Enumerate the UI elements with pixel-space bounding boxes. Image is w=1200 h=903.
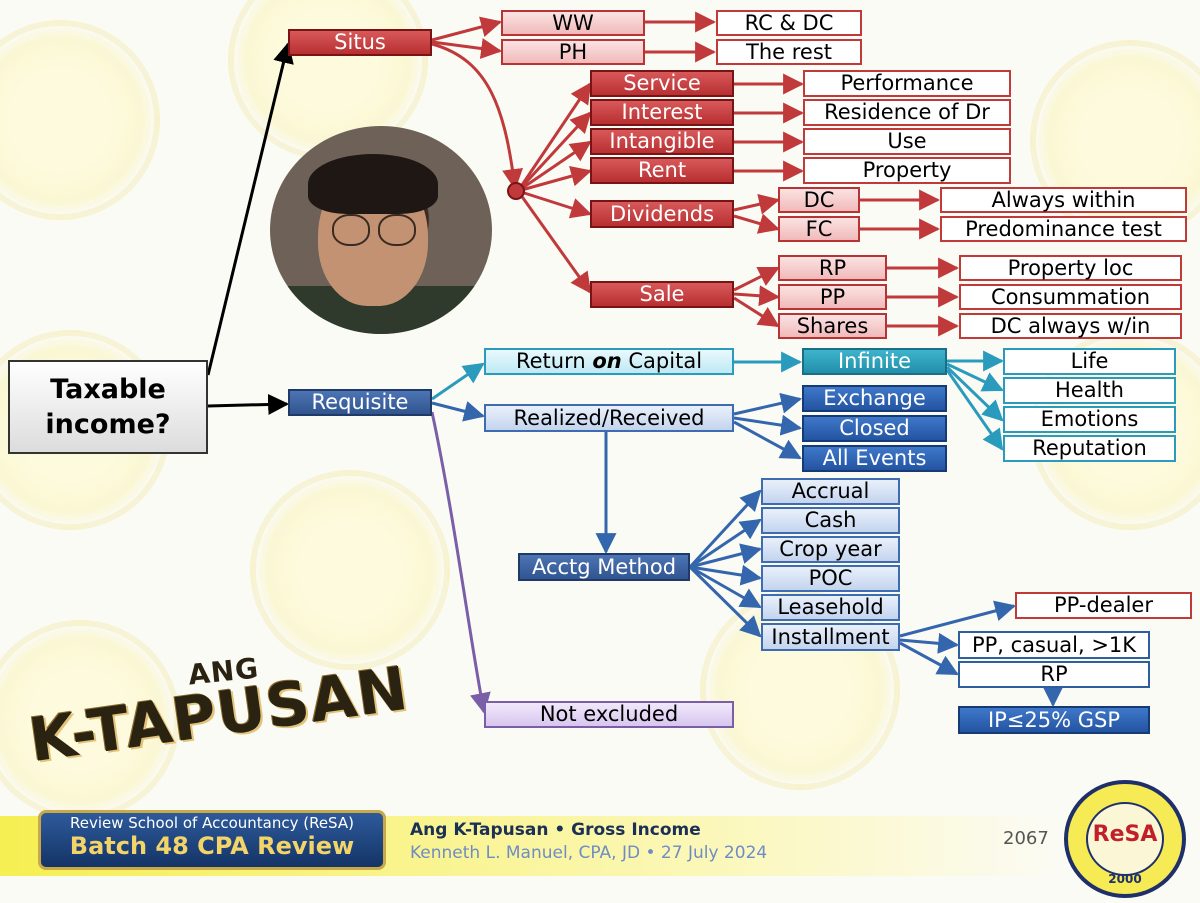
- method-crop-year: Crop year: [761, 536, 900, 563]
- ww-rule: RC & DC: [716, 10, 862, 36]
- sale-node: Sale: [590, 281, 734, 308]
- infinite-item-life: Life: [1003, 348, 1176, 375]
- ph-node: PH: [501, 39, 645, 65]
- watermark-seal: [0, 20, 160, 220]
- rule-interest: Residence of Dr: [803, 99, 1011, 126]
- seal-year: 2000: [1108, 872, 1142, 886]
- realized-item-all-events: All Events: [802, 445, 947, 472]
- method-accrual: Accrual: [761, 478, 900, 505]
- sale-rp: RP: [778, 255, 887, 281]
- situs-item-rent: Rent: [590, 157, 734, 184]
- situs-item-interest: Interest: [590, 99, 734, 126]
- installment-rp: RP: [958, 661, 1150, 688]
- infinite-item-health: Health: [1003, 377, 1176, 404]
- rule-sale-pp: Consummation: [959, 284, 1182, 310]
- sale-shares: Shares: [778, 313, 887, 339]
- infinite-item-emotions: Emotions: [1003, 406, 1176, 433]
- installment-pp-casual: PP, casual, >1K: [958, 631, 1150, 659]
- footer-author: Kenneth L. Manuel, CPA, JD • 27 July 202…: [410, 843, 768, 863]
- rule-sale-shares: DC always w/in: [959, 313, 1182, 339]
- realized-node: Realized/Received: [484, 404, 734, 432]
- method-poc: POC: [761, 565, 900, 592]
- sale-pp: PP: [778, 284, 887, 310]
- infinite-item-reputation: Reputation: [1003, 435, 1176, 462]
- root-node: Taxable income?: [8, 360, 208, 454]
- presenter-avatar: [270, 126, 492, 334]
- rule-rent: Property: [803, 157, 1011, 184]
- footer-batch: Batch 48 CPA Review: [69, 832, 355, 860]
- ph-rule: The rest: [716, 39, 862, 65]
- dividends-fc: FC: [778, 216, 860, 242]
- method-cash: Cash: [761, 507, 900, 534]
- ww-node: WW: [501, 10, 645, 36]
- method-installment: Installment: [761, 623, 900, 651]
- rule-dividends-dc: Always within: [940, 187, 1187, 213]
- rule-service: Performance: [803, 70, 1011, 97]
- method-leasehold: Leasehold: [761, 594, 900, 621]
- acctg-method-node: Acctg Method: [518, 553, 690, 581]
- dividends-dc: DC: [778, 187, 860, 213]
- dividends-node: Dividends: [590, 200, 734, 228]
- rule-intangible: Use: [803, 128, 1011, 155]
- situs-item-service: Service: [590, 70, 734, 97]
- return-label-pre: Return: [515, 349, 593, 373]
- footer: Review School of Accountancy (ReSA) Batc…: [0, 810, 1200, 903]
- page-number: 2067: [1003, 828, 1049, 849]
- footer-org: Review School of Accountancy (ReSA): [70, 814, 354, 832]
- connector-lines: [206, 11, 1064, 715]
- rule-dividends-fc: Predominance test: [940, 216, 1187, 242]
- situs-item-intangible: Intangible: [590, 128, 734, 155]
- installment-ip-limit: IP≤25% GSP: [958, 706, 1150, 734]
- seal-logo: ReSA: [1092, 822, 1158, 847]
- footer-badge: [38, 810, 386, 870]
- resa-seal-icon: ReSA 2000: [1064, 780, 1186, 898]
- requisite-node: Requisite: [288, 389, 432, 416]
- return-label-post: Capital: [621, 349, 703, 373]
- return-on-capital-node: Return on Capital: [484, 348, 734, 375]
- root-label: Taxable income?: [45, 373, 171, 440]
- watermark-seal: [250, 470, 450, 670]
- realized-item-closed: Closed: [802, 415, 947, 442]
- footer-title: Ang K-Tapusan • Gross Income: [410, 820, 701, 840]
- return-label-emphasis: on: [592, 349, 622, 373]
- infinite-node: Infinite: [802, 348, 947, 375]
- situs-node: Situs: [288, 29, 432, 56]
- installment-pp-dealer: PP-dealer: [1015, 592, 1192, 619]
- rule-sale-rp: Property loc: [959, 255, 1182, 281]
- realized-item-exchange: Exchange: [802, 385, 947, 412]
- not-excluded-node: Not excluded: [484, 701, 734, 728]
